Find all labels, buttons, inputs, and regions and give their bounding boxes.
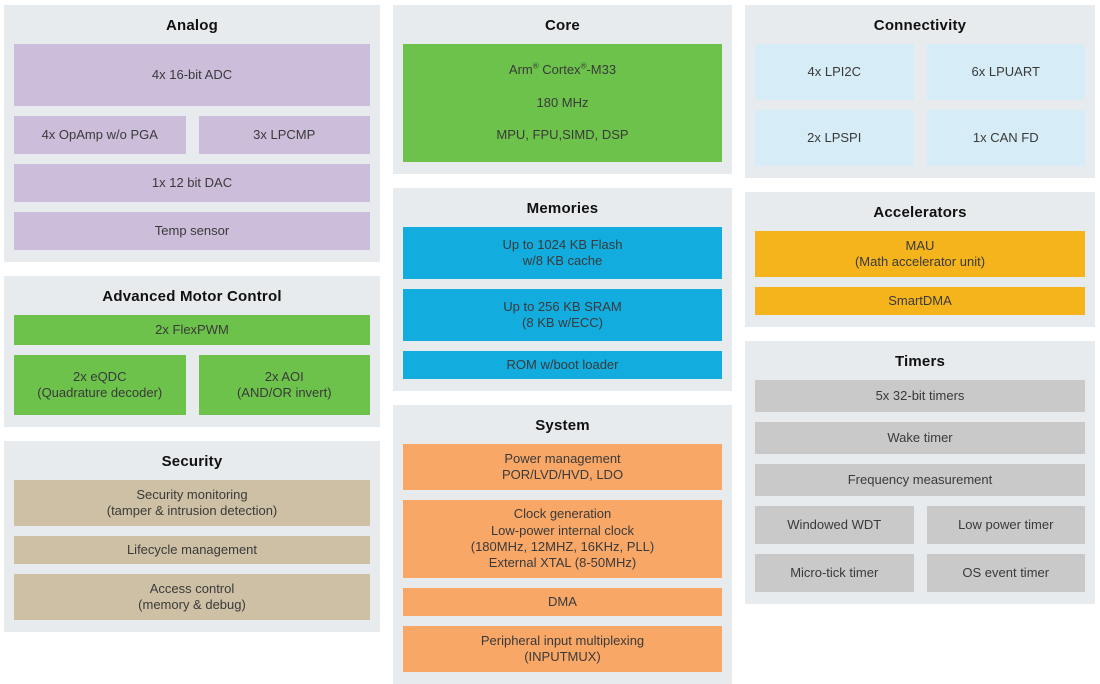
analog-section: Analog 4x 16-bit ADC 4x OpAmp w/o PGA 3x… [4,5,380,262]
memories-blocks: Up to 1024 KB Flash w/8 KB cache Up to 2… [403,226,722,379]
analog-blocks: 4x 16-bit ADC 4x OpAmp w/o PGA 3x LPCMP … [14,44,370,250]
analog-row: 4x OpAmp w/o PGA 3x LPCMP [14,116,370,154]
block-windowed-wdt: Windowed WDT [755,506,914,544]
memories-section-title: Memories [526,199,599,217]
accelerators-section-title: Accelerators [873,204,967,221]
system-section-title: System [535,416,590,434]
block-32bit-timers: 5x 32-bit timers [755,380,1085,412]
timers-section-title: Timers [894,353,946,370]
block-lpspi: 2x LPSPI [755,110,914,166]
block-eqdc: 2x eQDC (Quadrature decoder) [14,355,186,415]
cpu-text: Arm® Cortex®-M33 180 MHz MPU, FPU,SIMD, … [496,46,628,160]
registered-mark: ® [532,61,539,71]
cpu-name: Arm® Cortex®-M33 [508,61,617,78]
analog-section-title: Analog [165,17,219,34]
security-section-title: Security [161,453,223,470]
cpu-frequency: 180 MHz [536,94,589,110]
accelerators-section: Accelerators MAU (Math accelerator unit)… [745,192,1095,327]
connectivity-row: 4x LPI2C 6x LPUART [755,44,1085,100]
system-section: System Power management POR/LVD/HVD, LDO… [393,404,732,684]
block-frequency-measurement: Frequency measurement [755,464,1085,496]
core-section: Core Arm® Cortex®-M33 180 MHz MPU, FPU,S… [393,5,732,174]
block-lifecycle-management: Lifecycle management [14,536,370,564]
block-lpuart: 6x LPUART [926,44,1085,100]
connectivity-blocks: 4x LPI2C 6x LPUART 2x LPSPI 1x CAN FD [755,44,1085,166]
block-inputmux: Peripheral input multiplexing (INPUTMUX) [403,625,722,672]
block-dac: 1x 12 bit DAC [14,164,370,202]
block-low-power-timer: Low power timer [926,506,1085,544]
block-flexpwm: 2x FlexPWM [14,315,370,345]
block-16bit-adc: 4x 16-bit ADC [14,44,370,106]
block-lpcmp: 3x LPCMP [198,116,370,154]
cpu-features: MPU, FPU,SIMD, DSP [496,127,629,143]
block-opamp: 4x OpAmp w/o PGA [14,116,186,154]
block-security-monitoring: Security monitoring (tamper & intrusion … [14,480,370,526]
core-section-title: Core [545,17,580,34]
block-power-management: Power management POR/LVD/HVD, LDO [403,443,722,490]
motor-control-section: Advanced Motor Control 2x FlexPWM 2x eQD… [4,276,380,427]
motor-control-section-title: Advanced Motor Control [102,288,282,305]
memories-section: Memories Up to 1024 KB Flash w/8 KB cach… [393,187,732,391]
block-sram: Up to 256 KB SRAM (8 KB w/ECC) [403,288,722,341]
block-access-control: Access control (memory & debug) [14,574,370,620]
column-right: Connectivity 4x LPI2C 6x LPUART 2x LPSPI… [745,5,1095,684]
block-mau: MAU (Math accelerator unit) [755,231,1085,277]
connectivity-row: 2x LPSPI 1x CAN FD [755,110,1085,166]
block-smartdma: SmartDMA [755,287,1085,315]
registered-mark: ® [580,61,587,71]
block-lpi2c: 4x LPI2C [755,44,914,100]
block-aoi: 2x AOI (AND/OR invert) [198,355,370,415]
block-wake-timer: Wake timer [755,422,1085,454]
security-blocks: Security monitoring (tamper & intrusion … [14,480,370,620]
block-os-event-timer: OS event timer [926,554,1085,592]
column-middle: Core Arm® Cortex®-M33 180 MHz MPU, FPU,S… [393,5,732,684]
connectivity-section-title: Connectivity [873,17,967,34]
connectivity-section: Connectivity 4x LPI2C 6x LPUART 2x LPSPI… [745,5,1095,178]
core-blocks: Arm® Cortex®-M33 180 MHz MPU, FPU,SIMD, … [403,44,722,162]
accelerators-blocks: MAU (Math accelerator unit) SmartDMA [755,231,1085,315]
motor-control-blocks: 2x FlexPWM 2x eQDC (Quadrature decoder) … [14,315,370,415]
block-can-fd: 1x CAN FD [926,110,1085,166]
block-flash: Up to 1024 KB Flash w/8 KB cache [403,226,722,279]
block-dma: DMA [403,587,722,616]
timers-section: Timers 5x 32-bit timers Wake timer Frequ… [745,341,1095,604]
block-temp-sensor: Temp sensor [14,212,370,250]
motor-control-row: 2x eQDC (Quadrature decoder) 2x AOI (AND… [14,355,370,415]
mcu-block-diagram: Analog 4x 16-bit ADC 4x OpAmp w/o PGA 3x… [4,5,1095,684]
block-micro-tick-timer: Micro-tick timer [755,554,914,592]
system-blocks: Power management POR/LVD/HVD, LDO Clock … [403,443,722,672]
timers-row: Windowed WDT Low power timer [755,506,1085,544]
column-left: Analog 4x 16-bit ADC 4x OpAmp w/o PGA 3x… [4,5,380,684]
security-section: Security Security monitoring (tamper & i… [4,441,380,632]
timers-blocks: 5x 32-bit timers Wake timer Frequency me… [755,380,1085,592]
block-rom: ROM w/boot loader [403,350,722,379]
block-clock-generation: Clock generation Low-power internal cloc… [403,499,722,578]
block-cortex-m33: Arm® Cortex®-M33 180 MHz MPU, FPU,SIMD, … [403,44,722,162]
timers-row: Micro-tick timer OS event timer [755,554,1085,592]
